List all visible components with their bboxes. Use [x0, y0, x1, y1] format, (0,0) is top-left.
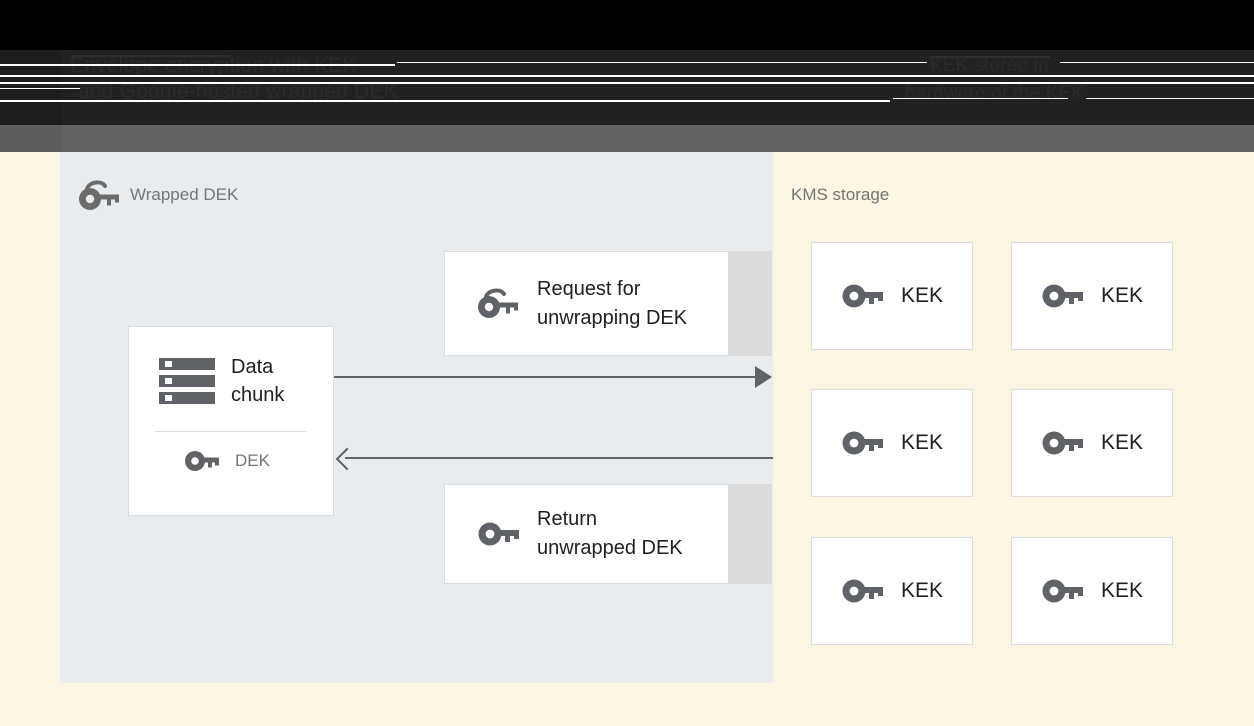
glitch-scanline: [0, 82, 1254, 84]
header-title-line2: and Google-hosted wrapped DEK: [78, 80, 398, 103]
kek-label: KEK: [900, 284, 944, 307]
glitch-scanline: [70, 55, 230, 57]
kek-label: KEK: [900, 579, 944, 602]
header-black-band: [0, 0, 1254, 50]
glitch-scanline: [0, 75, 1254, 77]
kms-storage-heading-label: KMS storage: [791, 185, 890, 204]
glitch-scanline: [1086, 98, 1254, 99]
kek-label: KEK: [900, 431, 944, 454]
key-icon: [185, 450, 219, 472]
request-card-shadow: [729, 251, 772, 356]
kek-label: KEK: [1100, 284, 1144, 307]
data-chunk-card[interactable]: Data chunk DEK: [128, 326, 334, 516]
key-icon: [1041, 282, 1083, 310]
data-chunk-header: Data chunk: [129, 327, 333, 409]
arrow-request-line: [334, 376, 758, 378]
request-unwrapping-label: Request for unwrapping DEK: [537, 277, 688, 329]
header-grey-band: [0, 125, 1254, 152]
glitch-scanline: [1060, 62, 1254, 63]
kek-card[interactable]: KEK: [1011, 537, 1173, 645]
data-chunk-divider: [155, 431, 307, 432]
request-unwrapping-card[interactable]: Request for unwrapping DEK: [444, 251, 729, 356]
kek-card[interactable]: KEK: [811, 389, 973, 497]
arrow-request-head: [755, 366, 772, 388]
data-chunk-icon: [159, 356, 215, 406]
arrow-return-line: [345, 457, 773, 459]
glitch-scanline: [930, 56, 1050, 58]
glitch-scanline: [397, 62, 927, 63]
key-icon: [477, 520, 519, 548]
kek-label: KEK: [1100, 431, 1144, 454]
key-icon: [841, 282, 883, 310]
key-icon: [1041, 429, 1083, 457]
glitch-scanline: [0, 64, 395, 66]
kek-card[interactable]: KEK: [1011, 242, 1173, 350]
key-icon: [841, 429, 883, 457]
kek-card[interactable]: KEK: [811, 537, 973, 645]
data-chunk-dek-label: DEK: [235, 451, 270, 470]
header-left-notch: [0, 50, 62, 125]
return-card-shadow: [729, 484, 772, 584]
header-grey-notch: [0, 125, 62, 152]
data-chunk-dek-row: DEK: [129, 432, 333, 472]
data-chunk-title: Data chunk: [231, 356, 285, 406]
glitch-scanline: [0, 100, 890, 102]
kek-card[interactable]: KEK: [811, 242, 973, 350]
wrapped-key-icon: [78, 180, 120, 212]
key-icon: [1041, 577, 1083, 605]
wrapped-dek-heading-label: Wrapped DEK: [130, 185, 239, 204]
glitch-scanline: [0, 88, 80, 89]
kek-card[interactable]: KEK: [1011, 389, 1173, 497]
key-icon: [841, 577, 883, 605]
wrapped-key-icon: [477, 287, 519, 320]
return-unwrapped-label: Return unwrapped DEK: [537, 508, 683, 559]
kek-label: KEK: [1100, 579, 1144, 602]
header-right-text: KEK stored in: [930, 55, 1049, 76]
glitch-scanline: [893, 98, 1068, 99]
header-right-text-line2: hardware of the KEK: [905, 83, 1085, 104]
return-unwrapped-card[interactable]: Return unwrapped DEK: [444, 484, 729, 584]
